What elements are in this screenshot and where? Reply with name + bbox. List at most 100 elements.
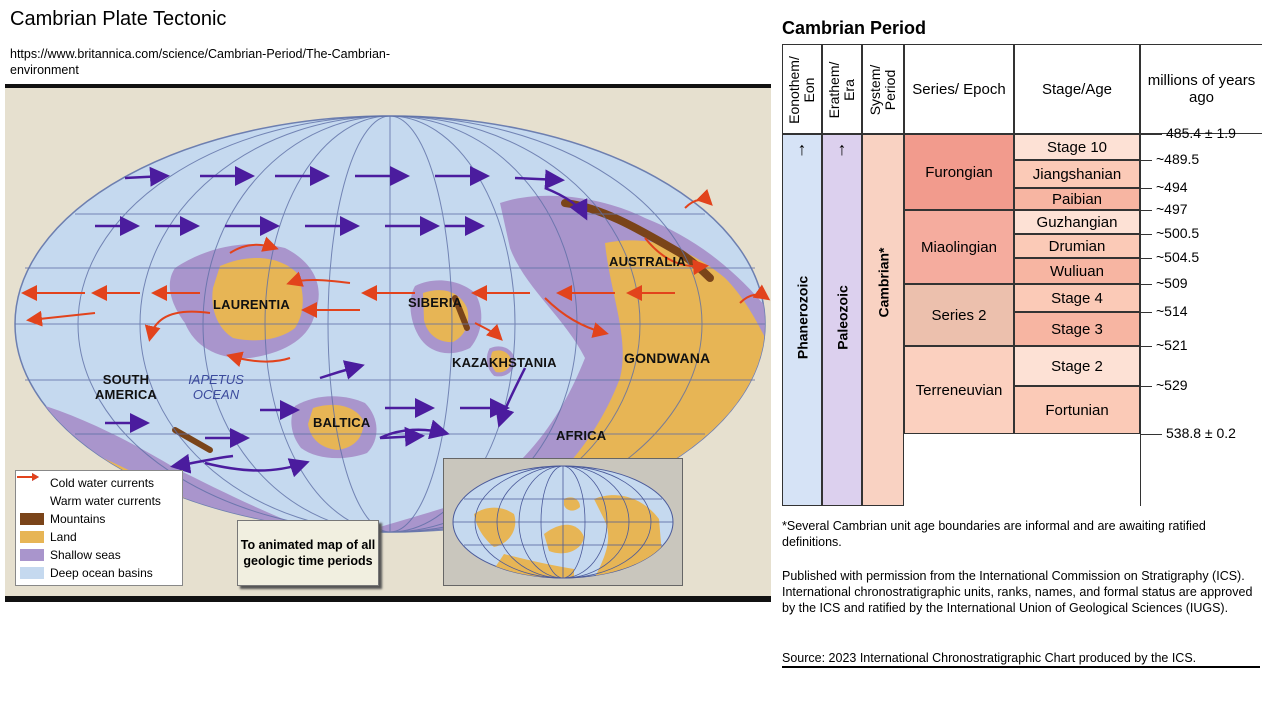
legend-item: Warm water currents [17,473,178,510]
age-label: ~504.5 [1156,249,1200,265]
series-furongian: Furongian [904,134,1014,210]
kazakhstania-land [486,346,516,377]
legend-item: Shallow seas [20,546,178,564]
age-tick [1140,160,1152,161]
cambrian-period-chart: Cambrian Period Eonothem/ Eon Erathem/ Er… [780,18,1265,678]
animated-map-button[interactable]: To animated map of all geologic time per… [237,520,379,586]
stage-stage-10: Stage 10 [1014,134,1140,160]
label-australia: AUSTRALIA [609,254,686,269]
animated-map-button-label: To animated map of all geologic time per… [240,538,376,568]
up-arrow-icon: ↑ [837,139,847,159]
mountains-swatch [20,513,44,525]
header-era-label: Erathem/ Era [826,61,857,119]
age-label: ~494 [1156,179,1188,195]
stage-drumian: Drumian [1014,234,1140,258]
header-era: Erathem/ Era [822,44,862,134]
stage-wuliuan-label: Wuliuan [1050,262,1104,280]
stage-stage-3: Stage 3 [1014,312,1140,346]
cambrian-world-map: LAURENTIA SIBERIA KAZAKHSTANIA AUSTRALIA… [5,84,771,602]
stage-paibian-label: Paibian [1051,190,1103,208]
stage-fortunian-label: Fortunian [1045,401,1109,419]
age-label: 485.4 ± 1.9 [1166,125,1236,141]
series-series-2-label: Series 2 [931,306,987,324]
era-cell-label: Paleozoic [834,285,851,350]
laurentia-land [212,257,303,341]
header-series-label: Series/ Epoch [912,80,1006,98]
age-tick [1140,234,1152,235]
age-tick [1140,210,1152,211]
mya-divider [1140,44,1141,506]
header-eon: Eonothem/ Eon [782,44,822,134]
slide-title: Cambrian Plate Tectonic [10,8,227,30]
inset-world-map[interactable] [443,458,683,586]
era-cell: Paleozoic ↑ [822,134,862,506]
stage-stage-3-label: Stage 3 [1051,320,1103,338]
age-tick [1140,386,1152,387]
label-baltica: BALTICA [313,415,371,430]
header-series: Series/ Epoch [904,44,1014,134]
warm-current-arrow-icon [17,473,44,507]
age-tick [1140,134,1162,135]
age-tick [1140,258,1152,259]
cold-water-currents [95,166,588,478]
chart-title: Cambrian Period [782,18,927,38]
stage-stage-10-label: Stage 10 [1046,138,1108,156]
period-cell-label: Cambrian* [875,247,892,318]
mountain-belt-south-america [172,427,213,453]
stage-stage-4: Stage 4 [1014,284,1140,312]
stage-guzhangian: Guzhangian [1014,210,1140,234]
legend-label: Mountains [50,512,106,526]
age-label: ~521 [1156,337,1188,353]
land-swatch [20,531,44,543]
header-mya: millions of years ago [1140,44,1262,134]
label-iapetus-ocean: IAPETUS OCEAN [188,372,244,402]
header-stage-label: Stage/Age [1041,80,1113,98]
up-arrow-icon: ↑ [797,139,807,159]
legend-label: Warm water currents [50,494,161,508]
legend-label: Cold water currents [50,476,155,490]
header-eon-label: Eonothem/ Eon [786,56,817,124]
legend-label: Shallow seas [50,548,121,562]
source-url[interactable]: https://www.britannica.com/science/Cambr… [10,47,391,77]
stage-wuliuan: Wuliuan [1014,258,1140,284]
eon-cell-label: Phanerozoic [794,275,811,360]
stage-fortunian: Fortunian [1014,386,1140,434]
header-mya-label: millions of years ago [1147,72,1256,106]
age-tick [1140,434,1162,435]
legend-item: Deep ocean basins [20,564,178,582]
age-label: 538.8 ± 0.2 [1166,425,1236,441]
shallow-seas-swatch [20,549,44,561]
warm-water-currents [21,188,771,367]
label-africa: AFRICA [556,428,607,443]
series-terreneuvian-label: Terreneuvian [915,381,1003,399]
age-tick [1140,284,1152,285]
label-kazakhstania: KAZAKHSTANIA [452,355,557,370]
chart-source: Source: 2023 International Chronostratig… [782,651,1260,668]
inset-map-graphic [452,465,674,579]
series-series-2: Series 2 [904,284,1014,346]
deep-ocean-swatch [20,567,44,579]
header-stage: Stage/Age [1014,44,1140,134]
legend-label: Deep ocean basins [50,566,153,580]
stage-jiangshanian: Jiangshanian [1014,160,1140,188]
age-label: ~500.5 [1156,225,1200,241]
age-label: ~489.5 [1156,151,1200,167]
series-miaolingian: Miaolingian [904,210,1014,284]
header-period: System/ Period [862,44,904,134]
label-gondwana: GONDWANA [624,350,711,366]
eon-cell: Phanerozoic ↑ [782,134,822,506]
legend-item: Mountains [20,510,178,528]
map-legend: Cold water currents Warm water currents … [15,470,183,586]
age-tick [1140,312,1152,313]
label-siberia: SIBERIA [408,295,463,310]
age-label: ~509 [1156,275,1188,291]
age-tick [1140,188,1152,189]
chart-permission: Published with permission from the Inter… [782,569,1253,615]
header-period-label: System/ Period [867,64,898,116]
age-label: ~497 [1156,201,1188,217]
legend-item: Cold water currents [17,473,178,492]
label-laurentia: LAURENTIA [213,297,290,312]
stage-drumian-label: Drumian [1048,237,1106,255]
age-tick [1140,346,1152,347]
label-south-america: SOUTH AMERICA [94,372,158,402]
